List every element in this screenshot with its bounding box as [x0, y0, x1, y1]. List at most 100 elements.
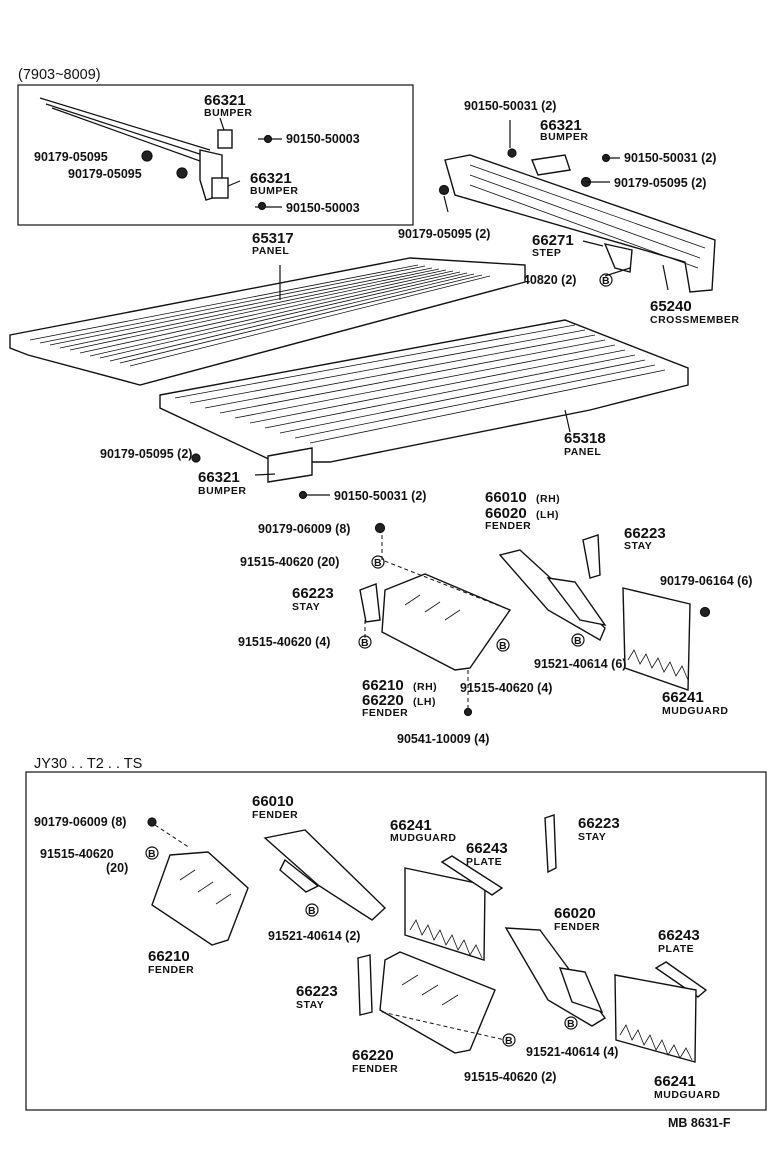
stay-left-number: 66223	[292, 585, 334, 602]
mudguard-nut-label: 90179-06164 (6)	[660, 574, 752, 588]
panel-65318-ribs	[174, 324, 666, 444]
top-box-title: (7903~8009)	[18, 67, 101, 83]
panel-nut-label: 90179-05095 (2)	[100, 447, 192, 461]
jy30-fender-66210-name: FENDER	[148, 964, 194, 976]
mudguard-nut-icon	[699, 606, 711, 618]
crossmember-ribs	[469, 164, 706, 269]
jy30-bolt-c-b-marker	[502, 1033, 516, 1047]
jy30-box-frame	[25, 771, 767, 1111]
panel-screw-label: 90150-50031 (2)	[334, 489, 426, 503]
panel-65318-part	[159, 319, 689, 463]
fender-a-name: FENDER	[485, 520, 531, 532]
jy30-stay-a-number: 66223	[578, 815, 620, 832]
bumper-b-part	[211, 177, 229, 199]
mudguard-name: MUDGUARD	[662, 705, 728, 717]
fender-lh-b-number: 66220	[362, 692, 404, 709]
jy30-fender-66010-flap	[279, 858, 320, 893]
jy30-bolt-d-b-marker	[564, 1016, 578, 1030]
fender-rh-a-number: 66010	[485, 489, 527, 506]
bottom-nut-label: 90541-10009 (4)	[397, 732, 489, 746]
jy30-box-title: JY30 . . T2 . . TS	[34, 756, 142, 772]
jy30-fender-66220-name: FENDER	[352, 1063, 398, 1075]
fender-bolt-a-label: 91515-40620 (20)	[240, 555, 339, 569]
stay-left-name: STAY	[292, 601, 320, 613]
fender-rh-b-tag: (RH)	[413, 681, 437, 693]
panel-bumper-number: 66321	[198, 469, 240, 486]
jy30-nut-dash	[154, 824, 191, 849]
crossmember-leaders	[443, 120, 669, 291]
jy30-fender-66220-slots	[401, 974, 459, 1006]
jy30-bolt-b-label: 91521-40614 (2)	[268, 929, 360, 943]
middle-dashes	[364, 535, 511, 712]
step-part	[603, 243, 633, 273]
fender-bolt-c-b-marker	[496, 638, 510, 652]
nut-a-icon	[141, 150, 153, 162]
panel-bumper-part	[267, 447, 313, 483]
jy30-fender-66010-part	[263, 829, 387, 921]
top-bumper-a-number: 66321	[204, 92, 246, 109]
jy30-stay-b-part	[357, 954, 373, 1016]
fender-bolt-c-b-symbol: B	[499, 640, 507, 652]
jy30-fender-66210-part	[151, 851, 249, 946]
top-bumper-b-name: BUMPER	[250, 185, 299, 197]
jy30-fender-66020-name: FENDER	[554, 921, 600, 933]
cm-screw-top-label: 90150-50031 (2)	[464, 99, 556, 113]
jy30-fender-66210-number: 66210	[148, 948, 190, 965]
top-variant-box: (7903~8009) 66321 BUMPER 90150-50003 901…	[17, 67, 414, 226]
jy30-nut-icon	[147, 817, 157, 827]
jy30-stay-b-number: 66223	[296, 983, 338, 1000]
bumper-a-part	[217, 129, 233, 149]
jy30-bolt-c-b-symbol: B	[505, 1035, 513, 1047]
nut-b-icon	[176, 167, 188, 179]
jy30-mudguard-b-number: 66241	[654, 1073, 696, 1090]
bottom-nut-icon	[463, 707, 473, 717]
crossmember-number: 65240	[650, 298, 692, 315]
footer-code: MB 8631-F	[668, 1116, 731, 1130]
jy30-mudguard-b-name: MUDGUARD	[654, 1089, 720, 1101]
stay-left-part	[359, 583, 381, 623]
panel-65317: 65317 PANEL	[9, 230, 526, 386]
jy30-fender-66220-dash	[381, 1011, 506, 1041]
jy30-mudguard-a-part	[404, 867, 486, 961]
top-nut-a-label: 90179-05095	[34, 150, 108, 164]
jy30-plate-a-part	[440, 855, 504, 896]
jy30-stay-b-name: STAY	[296, 999, 324, 1011]
fender-bolt-b-b-symbol: B	[574, 635, 582, 647]
jy30-bolt-a-b-symbol: B	[148, 848, 156, 860]
jy30-mudguard-b-part	[614, 974, 697, 1063]
stay-bolt-b-symbol: B	[361, 637, 369, 649]
jy30-variant-box: JY30 . . T2 . . TS 90179-06009 (8) 91515…	[25, 756, 767, 1111]
jy30-bolt-b-b-marker	[305, 903, 319, 917]
crossmember-assembly: 90150-50031 (2) 66321 BUMPER 90150-50031…	[398, 99, 740, 326]
fender-nut-icon	[374, 522, 386, 534]
stay-right-part	[582, 534, 601, 579]
jy30-fender-66010-name: FENDER	[252, 809, 298, 821]
fender-bolt-a-b-marker	[371, 555, 385, 569]
jy30-mudguard-a-number: 66241	[390, 817, 432, 834]
screw-cm-top-icon	[507, 148, 517, 158]
crossmember-name: CROSSMEMBER	[650, 314, 740, 326]
bumper-b-leader	[227, 180, 241, 187]
fender-66210-slots	[404, 594, 461, 621]
jy30-bolt-c-label: 91515-40620 (2)	[464, 1070, 556, 1084]
fender-rh-b-number: 66210	[362, 677, 404, 694]
mudguard-fringe	[627, 649, 689, 681]
jy30-plate-a-number: 66243	[466, 840, 508, 857]
step-name: STEP	[532, 247, 561, 259]
cm-bumper-number: 66321	[540, 117, 582, 134]
jy30-stay-a-part	[544, 814, 557, 874]
panel-nut-icon	[191, 453, 201, 463]
middle-fender-assembly: 66010 (RH) 66020 (LH) FENDER 90179-06009…	[238, 489, 752, 746]
rail-lines	[39, 97, 215, 167]
top-screw-b-label: 90150-50003	[286, 201, 360, 215]
fender-lh-a-number: 66020	[485, 505, 527, 522]
cm-screw-right-label: 90150-50031 (2)	[624, 151, 716, 165]
screw-b-icon	[257, 201, 267, 211]
jy30-bolt-a-qty: (20)	[106, 861, 128, 875]
top-box-frame	[17, 84, 414, 226]
stay-bolt-label: 91515-40620 (4)	[238, 635, 330, 649]
jy30-mudguard-a-fringe	[409, 919, 483, 959]
stay-bolt-b-marker	[358, 635, 372, 649]
jy30-bolt-d-b-symbol: B	[567, 1018, 575, 1030]
jy30-bolt-d-label: 91521-40614 (4)	[526, 1045, 618, 1059]
